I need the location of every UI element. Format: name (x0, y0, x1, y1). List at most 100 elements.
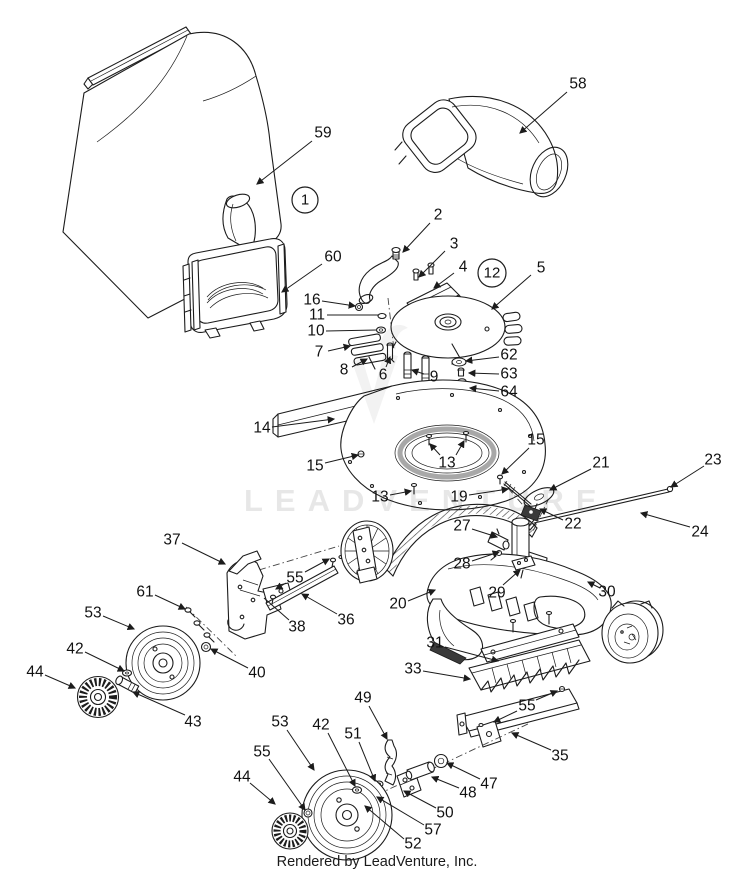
callout-61: 61 (136, 584, 187, 610)
callout-52: 52 (364, 805, 422, 853)
circled-ref-1: 1 (291, 186, 319, 214)
part-number: 6 (379, 367, 388, 384)
leader-line (491, 274, 532, 310)
callout-53: 53 (271, 714, 315, 771)
axle-mount-tab (476, 720, 502, 748)
part-number: 19 (450, 489, 467, 506)
bracket-29 (511, 555, 536, 579)
part-number: 10 (307, 323, 325, 340)
part-number: 61 (136, 584, 153, 601)
callout-23: 23 (670, 452, 722, 488)
leader-line (268, 758, 306, 811)
leader-line (586, 581, 601, 589)
nut-16 (354, 302, 364, 312)
washer-11 (377, 312, 387, 320)
part-number: 42 (312, 717, 329, 734)
leader-line (445, 762, 481, 780)
leader-line (256, 140, 313, 185)
leader-line (281, 263, 323, 293)
leader-line (433, 272, 455, 289)
leader-line (384, 355, 392, 368)
callout-5: 5 (491, 260, 545, 310)
screw-15-right (496, 474, 504, 485)
callout-47: 47 (445, 762, 498, 793)
leader-line (389, 488, 413, 496)
callout-43: 43 (131, 691, 202, 731)
leader-line (468, 486, 510, 496)
callout-20: 20 (389, 588, 437, 613)
part-number: 21 (592, 455, 609, 472)
leader-line (249, 782, 276, 805)
callout-44: 44 (233, 769, 276, 805)
spacer-stack-7 (348, 333, 387, 366)
leader-line (321, 300, 357, 309)
leader-line (301, 593, 338, 615)
part-number: 55 (518, 698, 535, 715)
reference-number: 1 (301, 192, 309, 209)
part-number: 22 (564, 516, 581, 533)
leader-line (358, 741, 377, 783)
leader-line (502, 569, 521, 586)
part-number: 64 (500, 384, 518, 401)
callout-15: 15 (501, 432, 545, 475)
part-number: 13 (371, 489, 388, 506)
callout-8: 8 (340, 358, 368, 379)
part-number: 23 (704, 452, 721, 469)
part-number: 59 (314, 125, 331, 142)
washer-10 (375, 326, 387, 334)
callout-13: 13 (429, 440, 465, 472)
leader-line (519, 91, 568, 134)
fitting-27 (487, 528, 510, 551)
callout-59: 59 (256, 125, 332, 185)
callout-42: 42 (312, 717, 356, 788)
circled-ref-12: 12 (477, 258, 507, 288)
screw-15-left (357, 450, 365, 458)
leader-line (471, 528, 499, 539)
callout-24: 24 (639, 511, 709, 541)
blower-housing (272, 379, 546, 511)
housing-shoe (426, 598, 484, 665)
part-number: 35 (551, 748, 568, 765)
housing-shell (340, 379, 546, 511)
part-number: 33 (404, 661, 421, 678)
leader-line (154, 594, 187, 610)
reference-number: 12 (484, 265, 501, 282)
leader-line (430, 775, 460, 789)
main-housing-body (385, 503, 612, 665)
leader-line (455, 440, 465, 456)
part-number: 55 (253, 744, 270, 761)
nut-55-bottom (303, 808, 313, 818)
part-number: 43 (184, 714, 201, 731)
bottom-wheel-group (271, 769, 393, 861)
leader-line (325, 329, 378, 332)
hubcap-44-left (76, 675, 120, 719)
callout-22: 22 (538, 508, 582, 533)
part-number: 27 (453, 518, 470, 535)
callout-38: 38 (263, 597, 306, 636)
flame-watermark (352, 353, 398, 424)
nut-40 (200, 641, 212, 653)
leader-line (275, 582, 287, 590)
leader-line (468, 384, 500, 393)
washer-62 (451, 357, 467, 367)
body-slots (469, 586, 539, 622)
part-number: 2 (434, 207, 443, 224)
leadventure-watermark: LEADVENTURE (244, 324, 597, 518)
axle-tube (265, 565, 339, 611)
leader-line (422, 670, 472, 682)
leader-line (327, 343, 352, 352)
leader-line (304, 558, 330, 573)
callout-53: 53 (84, 605, 136, 630)
part-number: 58 (569, 76, 586, 93)
leader-line (501, 447, 530, 475)
leader-line (368, 705, 388, 740)
leader-line (492, 710, 518, 723)
reference-circle (291, 186, 319, 214)
plate-side-tabs (502, 311, 523, 346)
pin-8 (368, 356, 376, 370)
leader-line (286, 729, 315, 771)
part-number: 37 (163, 532, 180, 549)
leader-line (403, 790, 437, 809)
leader-line (471, 550, 501, 562)
